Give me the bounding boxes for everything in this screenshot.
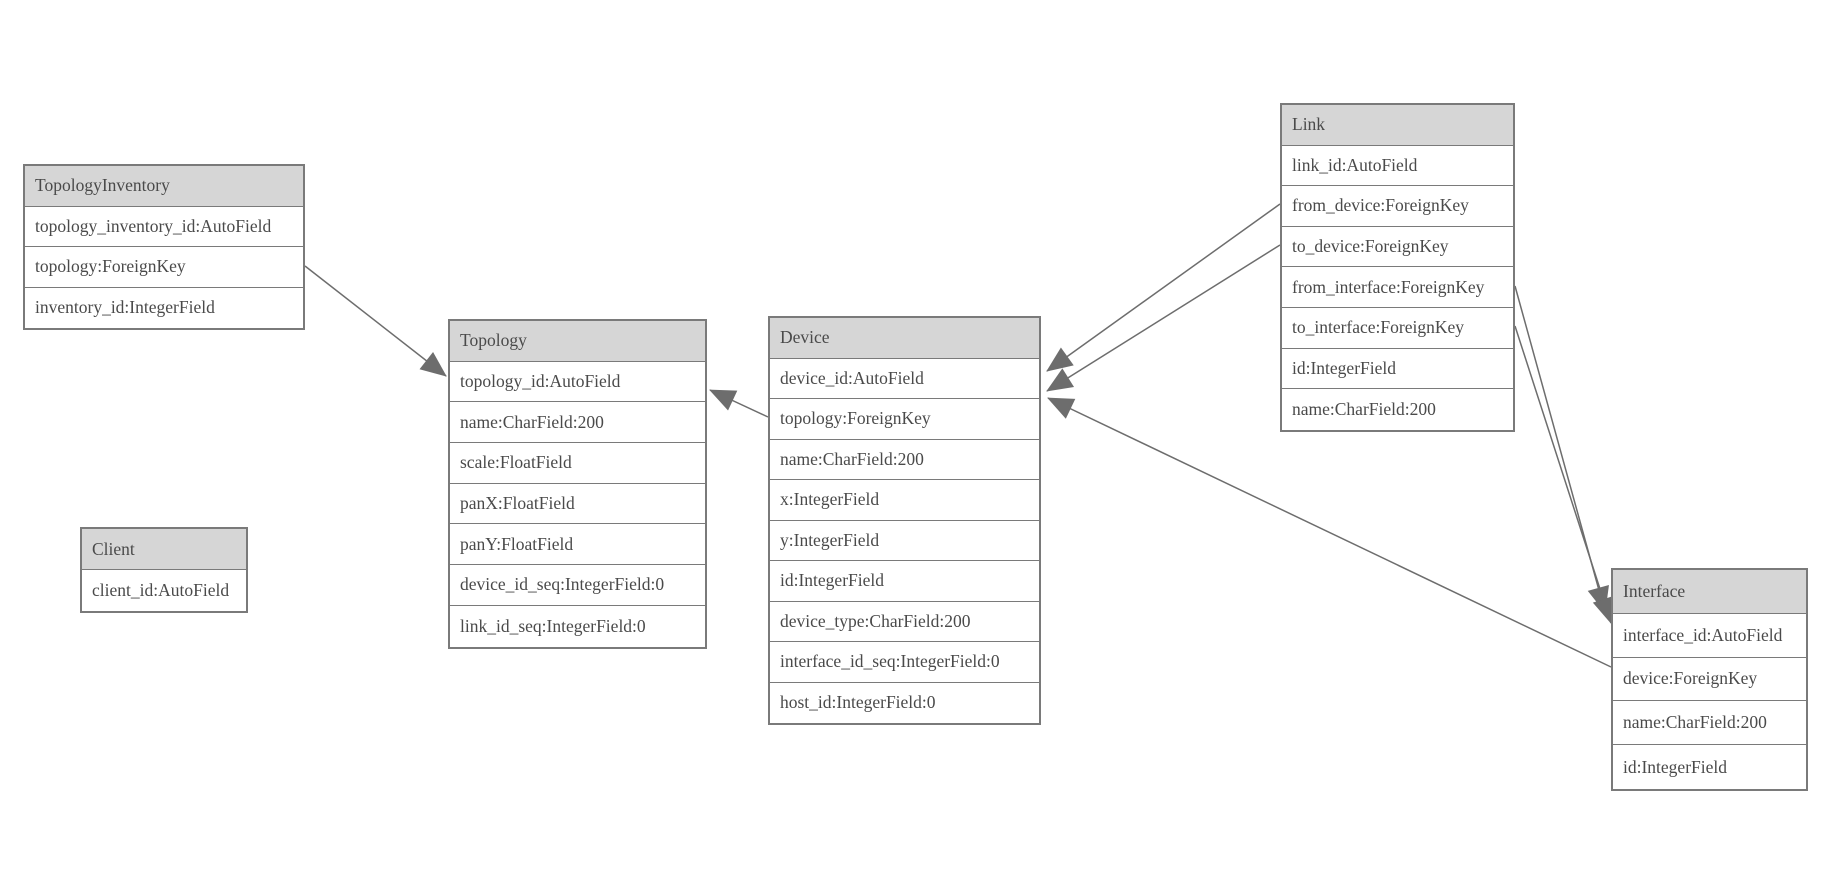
entity-field-row: interface_id:AutoField	[1613, 613, 1806, 658]
relation-line-link-from_device-to-device	[1046, 203, 1281, 372]
entity-field-row: panY:FloatField	[450, 524, 705, 566]
entity-header: Link	[1282, 105, 1513, 146]
entity-field-row: from_interface:ForeignKey	[1282, 267, 1513, 308]
entity-field-row: to_device:ForeignKey	[1282, 226, 1513, 268]
entity-field-row: interface_id_seq:IntegerField:0	[770, 642, 1039, 683]
entity-field-row: topology:ForeignKey	[770, 399, 1039, 440]
entity-field-row: from_device:ForeignKey	[1282, 186, 1513, 227]
entity-field-row: device_id_seq:IntegerField:0	[450, 565, 705, 606]
entity-field-row: link_id_seq:IntegerField:0	[450, 605, 705, 647]
entity-header: Client	[82, 529, 246, 570]
entity-header: Topology	[450, 321, 705, 362]
entity-field-row: to_interface:ForeignKey	[1282, 307, 1513, 349]
entity-field-row: y:IntegerField	[770, 520, 1039, 561]
relation-line-interface-device-to-device	[1047, 397, 1612, 668]
entity-field-row: x:IntegerField	[770, 480, 1039, 521]
entity-field-row: topology_inventory_id:AutoField	[25, 206, 303, 247]
entity-field-row: name:CharField:200	[1282, 389, 1513, 430]
entity-field-row: name:CharField:200	[450, 402, 705, 444]
entity-header: Device	[770, 318, 1039, 359]
entity-field-row: device:ForeignKey	[1613, 657, 1806, 702]
relation-line-link-to_interface-to-interface	[1514, 325, 1614, 624]
relation-line-topologyinventory-topology-to-topology	[304, 265, 447, 377]
entity-field-row: link_id:AutoField	[1282, 145, 1513, 187]
entity-field-row: client_id:AutoField	[82, 570, 246, 611]
entity-header: TopologyInventory	[25, 166, 303, 207]
entity-field-row: name:CharField:200	[1613, 701, 1806, 746]
entity-field-row: device_type:CharField:200	[770, 601, 1039, 642]
entity-field-row: topology_id:AutoField	[450, 361, 705, 403]
entity-field-row: scale:FloatField	[450, 443, 705, 484]
entity-field-row: host_id:IntegerField:0	[770, 682, 1039, 723]
entity-header: Interface	[1613, 570, 1806, 614]
entity-field-row: name:CharField:200	[770, 439, 1039, 480]
entity-field-row: id:IntegerField	[770, 561, 1039, 602]
entity-field-row: id:IntegerField	[1613, 745, 1806, 789]
relation-line-link-from_interface-to-interface	[1514, 285, 1609, 613]
entity-field-row: device_id:AutoField	[770, 358, 1039, 399]
entity-field-row: panX:FloatField	[450, 483, 705, 525]
entity-field-row: topology:ForeignKey	[25, 247, 303, 288]
entity-field-row: inventory_id:IntegerField	[25, 287, 303, 328]
relation-line-device-topology-to-topology	[709, 389, 769, 418]
relation-line-link-to_device-to-device	[1046, 244, 1281, 392]
entity-field-row: id:IntegerField	[1282, 348, 1513, 390]
